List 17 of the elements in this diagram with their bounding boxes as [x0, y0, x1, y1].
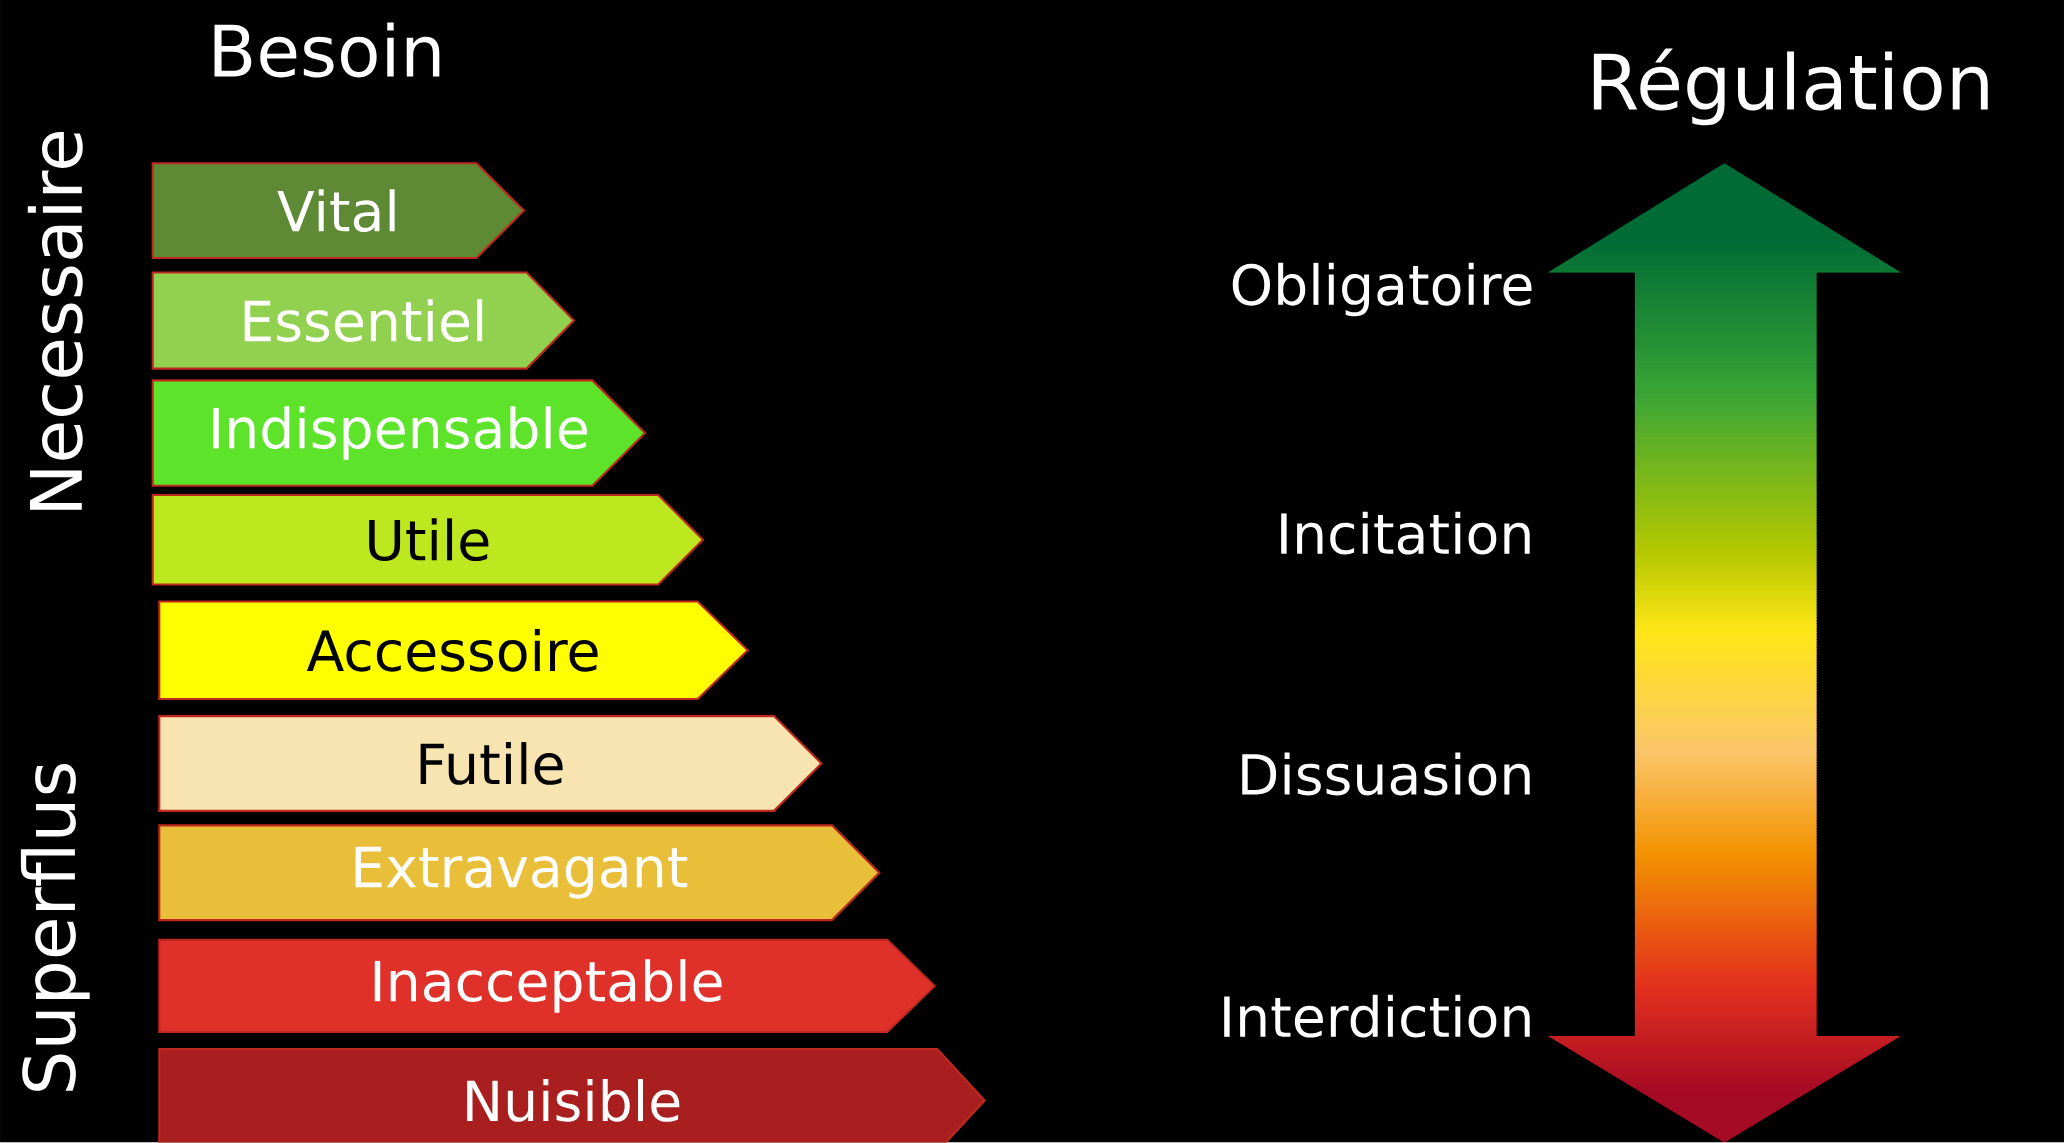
arrow-shaped-box: Utile [151, 494, 705, 586]
arrow-shaped-box: Essentiel [151, 271, 576, 370]
arrow-shaped-box: Inacceptable [158, 939, 937, 1034]
arrow-shaped-box: Indispensable [151, 379, 647, 487]
arrow-shaped-box: Accessoire [158, 600, 750, 701]
scale-label: Obligatoire [1232, 263, 1532, 317]
side-label: Necessaire [27, 132, 83, 510]
heading: Régulation [1593, 48, 1988, 126]
scale-label: Dissuasion [1242, 752, 1530, 796]
scale-label: Incitation [1281, 511, 1530, 555]
arrow-shaped-box: Extravagant [158, 824, 881, 922]
scale-label: Interdiction [1224, 995, 1530, 1038]
side-label: Superflus [20, 764, 90, 1092]
arrow-shaped-box: Nuisible [158, 1048, 987, 1143]
heading: Besoin [214, 22, 440, 78]
arrow-shaped-box: Futile [158, 715, 823, 813]
arrow-shaped-box: Vital [151, 162, 526, 260]
